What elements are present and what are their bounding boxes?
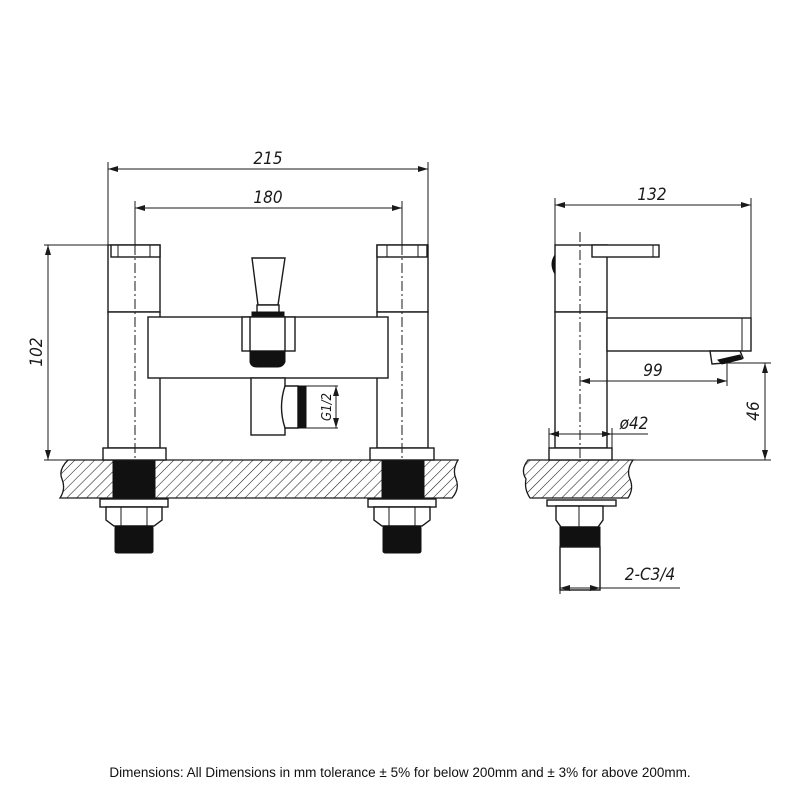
dimension-inlet-thread: 2-C3/4 (559, 565, 680, 594)
label-o42: ø42 (619, 414, 649, 434)
label-215: 215 (253, 149, 282, 169)
left-pillar (99, 244, 169, 554)
label-g1-2: G1/2 (320, 393, 335, 421)
side-washer (546, 499, 617, 507)
label-2-c3-4: 2-C3/4 (625, 565, 676, 585)
front-view: 215 180 102 (27, 149, 460, 554)
label-132: 132 (637, 185, 666, 205)
side-spout (606, 317, 752, 365)
dimension-base-diameter: ø42 (548, 414, 649, 448)
label-102: 102 (27, 337, 47, 366)
side-body-lower (554, 311, 608, 449)
dimension-centres: 180 (134, 188, 403, 245)
label-180: 180 (253, 188, 282, 208)
dimension-overall-width: 215 (107, 149, 429, 245)
nut (105, 506, 163, 527)
shower-outlet: G1/2 (250, 377, 339, 436)
dimension-spout-height: 46 (612, 362, 771, 461)
thread (114, 525, 154, 554)
deck-section (58, 459, 460, 499)
side-knob (551, 253, 556, 276)
side-lever (591, 244, 660, 258)
side-view: 132 99 46 (522, 185, 771, 594)
dimension-spout-reach: 99 (580, 361, 728, 386)
label-46: 46 (744, 401, 764, 421)
left-deck-fixing (112, 459, 156, 499)
dimensions-note: Dimensions: All Dimensions in mm toleran… (109, 765, 691, 780)
label-99: 99 (643, 361, 662, 381)
side-deck-section (522, 459, 635, 499)
side-inlet-pipe (559, 546, 601, 591)
dimension-depth: 132 (554, 185, 752, 318)
diverter-knob (241, 257, 296, 368)
right-deck-fixing (381, 459, 425, 499)
side-thread (559, 526, 601, 548)
washer (99, 498, 169, 508)
dimension-height: 102 (27, 244, 108, 461)
